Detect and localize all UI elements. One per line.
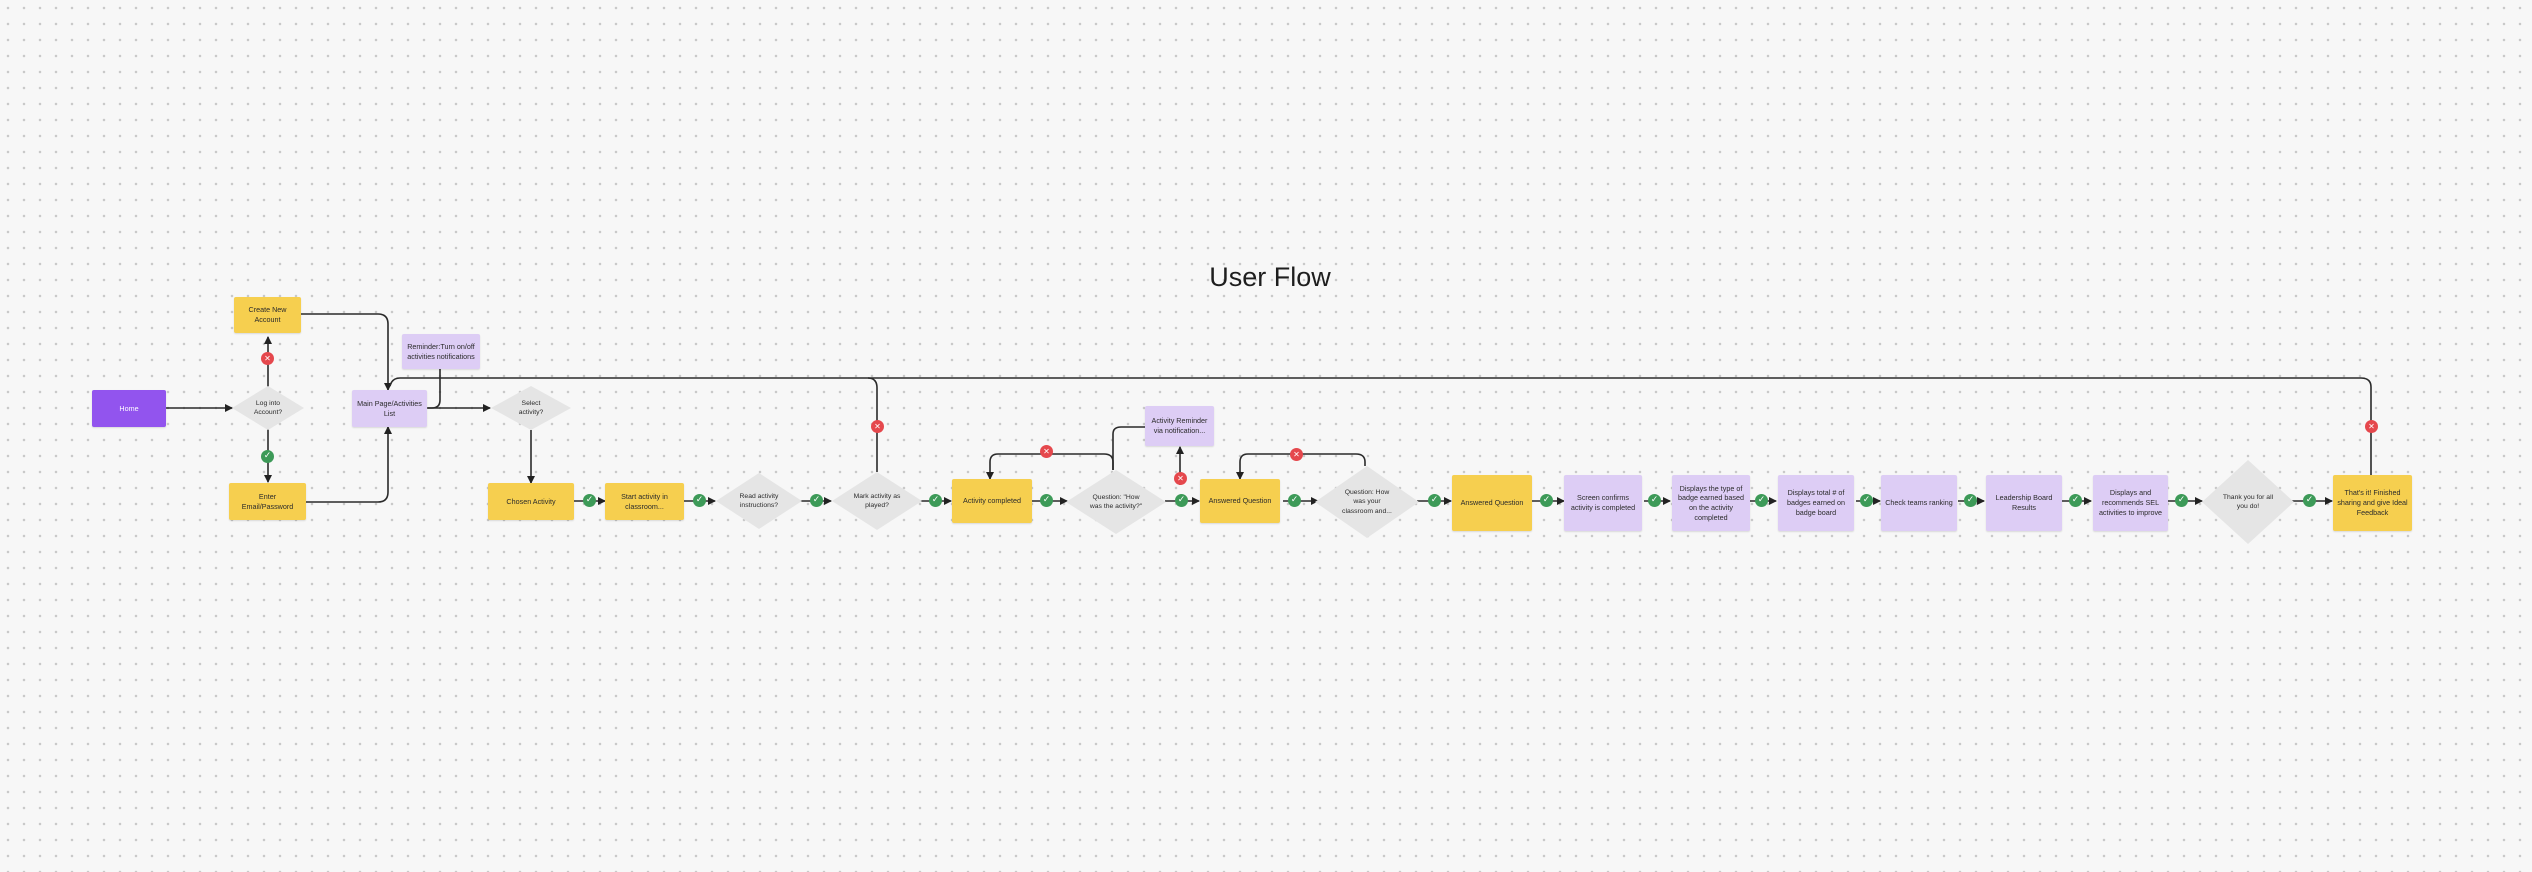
decision-thank-you[interactable]: Thank you for all you do! — [2202, 460, 2294, 544]
decision-mark-activity-played-label: Mark activity as played? — [853, 492, 901, 509]
check-circle-icon: ✓ — [583, 494, 596, 507]
check-circle-icon: ✓ — [1755, 494, 1768, 507]
check-circle-icon: ✓ — [2303, 494, 2316, 507]
node-main-page-activities-list[interactable]: Main Page/Activities List — [352, 390, 427, 427]
node-start-activity[interactable]: Start activity in classroom... — [605, 483, 684, 520]
node-activity-reminder[interactable]: Activity Reminder via notification... — [1145, 406, 1214, 446]
node-displays-badge-type[interactable]: Displays the type of badge earned based … — [1672, 475, 1750, 531]
node-reminder-notifications[interactable]: Reminder:Turn on/off activities notifica… — [402, 334, 480, 369]
node-home[interactable]: Home — [92, 390, 166, 427]
check-circle-icon: ✓ — [2069, 494, 2082, 507]
node-leadership-board[interactable]: Leadership Board Results — [1986, 475, 2062, 531]
node-thats-it[interactable]: That's it! Finished sharing and give Ide… — [2333, 475, 2412, 531]
node-screen-confirms[interactable]: Screen confirms activity is completed — [1564, 475, 1642, 531]
check-circle-icon: ✓ — [929, 494, 942, 507]
decision-select-activity-label: Select activity? — [518, 399, 544, 416]
check-circle-icon: ✓ — [261, 450, 274, 463]
connector-enter-main — [306, 426, 392, 503]
decision-log-into-account[interactable]: Log into Account? — [232, 386, 304, 430]
node-check-teams-ranking[interactable]: Check teams ranking — [1881, 475, 1957, 531]
check-circle-icon: ✓ — [810, 494, 823, 507]
decision-read-instructions-label: Read activity instructions? — [739, 492, 779, 509]
x-circle-icon: ✕ — [1174, 472, 1187, 485]
check-circle-icon: ✓ — [1288, 494, 1301, 507]
node-enter-email-password[interactable]: Enter Email/Password — [229, 483, 306, 520]
decision-select-activity[interactable]: Select activity? — [491, 386, 571, 430]
page-title: User Flow — [1209, 262, 1331, 292]
check-circle-icon: ✓ — [1964, 494, 1977, 507]
connector-create-main — [301, 313, 392, 391]
check-circle-icon: ✓ — [1648, 494, 1661, 507]
decision-thank-you-label: Thank you for all you do! — [2222, 493, 2274, 510]
decision-how-was-activity-label: Question: "How was the activity?" — [1089, 493, 1143, 510]
x-circle-icon: ✕ — [1040, 445, 1053, 458]
node-displays-recommends[interactable]: Displays and recommends SEL activities t… — [2093, 475, 2168, 531]
decision-how-was-classroom-label: Question: How was your classroom and... — [1342, 489, 1392, 515]
x-circle-icon: ✕ — [871, 420, 884, 433]
check-circle-icon: ✓ — [1175, 494, 1188, 507]
node-displays-total-badges[interactable]: Displays total # of badges earned on bad… — [1778, 475, 1854, 531]
node-answered-question-1[interactable]: Answered Question — [1200, 479, 1280, 523]
node-chosen-activity[interactable]: Chosen Activity — [488, 483, 574, 520]
node-answered-question-2[interactable]: Answered Question — [1452, 475, 1532, 531]
decision-log-into-account-label: Log into Account? — [253, 399, 283, 416]
decision-mark-activity-played[interactable]: Mark activity as played? — [832, 472, 922, 530]
check-circle-icon: ✓ — [693, 494, 706, 507]
check-circle-icon: ✓ — [1860, 494, 1873, 507]
x-circle-icon: ✕ — [261, 352, 274, 365]
check-circle-icon: ✓ — [1040, 494, 1053, 507]
x-circle-icon: ✕ — [2365, 420, 2378, 433]
decision-how-was-classroom[interactable]: Question: How was your classroom and... — [1315, 466, 1419, 538]
x-circle-icon: ✕ — [1290, 448, 1303, 461]
connector-reminder-main — [428, 368, 441, 409]
check-circle-icon: ✓ — [2175, 494, 2188, 507]
check-circle-icon: ✓ — [1428, 494, 1441, 507]
connector-top-loop — [389, 377, 2372, 475]
node-create-new-account[interactable]: Create New Account — [234, 297, 301, 333]
node-activity-completed[interactable]: Activity completed — [952, 479, 1032, 523]
decision-how-was-activity[interactable]: Question: "How was the activity?" — [1066, 470, 1166, 534]
check-circle-icon: ✓ — [1540, 494, 1553, 507]
decision-read-instructions[interactable]: Read activity instructions? — [716, 473, 802, 529]
connector-reminder-loop — [1112, 426, 1145, 470]
